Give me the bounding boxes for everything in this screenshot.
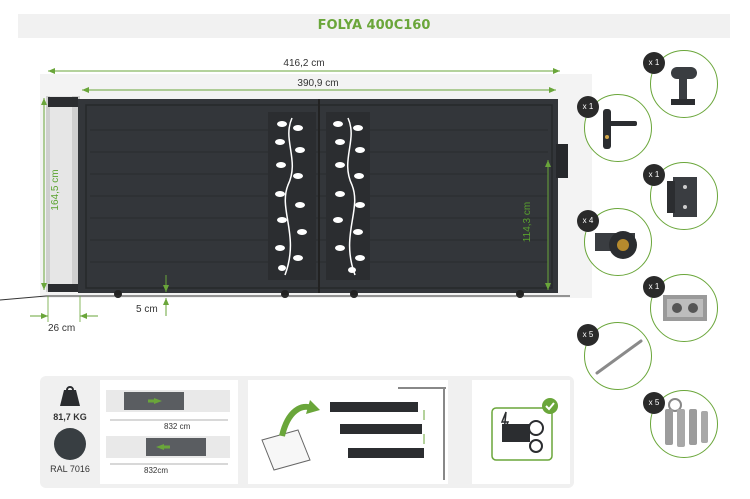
- installation-diagram: [261, 387, 446, 480]
- clearance-label: 5 cm: [136, 304, 158, 315]
- qty-badge: x 1: [643, 52, 665, 74]
- qty-badge: x 1: [643, 276, 665, 298]
- guide-bracket-icon: [667, 177, 697, 217]
- packaging-cell: 832 cm 832cm: [100, 380, 238, 484]
- top-guide: [48, 97, 78, 107]
- color-swatch: [54, 428, 86, 460]
- leaf-panel-left: [268, 112, 316, 280]
- guide-roller-icon: [663, 295, 707, 321]
- qty-badge: x 5: [643, 392, 665, 414]
- qty-badge: x 1: [577, 96, 599, 118]
- roller-wheel-icon: [595, 231, 637, 259]
- accessory-roller-wheel: [584, 208, 652, 276]
- accessory-guide-bracket: [650, 162, 718, 230]
- weight-label: 81,7 KG: [53, 412, 87, 422]
- accessory-stop-bracket: [650, 50, 718, 118]
- leaf-panel-right: [326, 112, 370, 280]
- automation-compatible-icon: [491, 398, 558, 461]
- opening-height-label: 114,3 cm: [522, 202, 533, 242]
- total-width-label: 416,2 cm: [283, 58, 324, 69]
- keys-icon: [665, 398, 708, 447]
- page-title: FOLYA 400C160: [18, 14, 730, 38]
- package-length-2: 832cm: [144, 466, 169, 475]
- specs-panel: 81,7 KG RAL 7016 832 cm 832cm: [40, 376, 574, 488]
- weight-color-cell: 81,7 KG RAL 7016: [44, 380, 96, 484]
- qty-badge: x 5: [577, 324, 599, 346]
- rod-icon: [595, 339, 643, 375]
- stop-bracket-icon: [671, 67, 697, 105]
- packaging-diagram: [106, 390, 230, 465]
- package-length-1: 832 cm: [164, 422, 191, 431]
- post-width-label: 26 cm: [48, 323, 75, 334]
- weight-icon: [60, 386, 80, 406]
- leaf-pattern: [275, 117, 365, 276]
- installation-cell: [248, 380, 448, 484]
- qty-badge: x 4: [577, 210, 599, 232]
- inner-width-label: 390,9 cm: [297, 78, 338, 89]
- handle-lock-icon: [603, 109, 637, 149]
- height-label: 164,5 cm: [50, 169, 61, 210]
- accessory-keys: [650, 390, 718, 458]
- gate-lock: [556, 144, 568, 178]
- automation-cell: [472, 380, 570, 484]
- color-label: RAL 7016: [50, 464, 90, 474]
- accessory-guide-roller: [650, 274, 718, 342]
- qty-badge: x 1: [643, 164, 665, 186]
